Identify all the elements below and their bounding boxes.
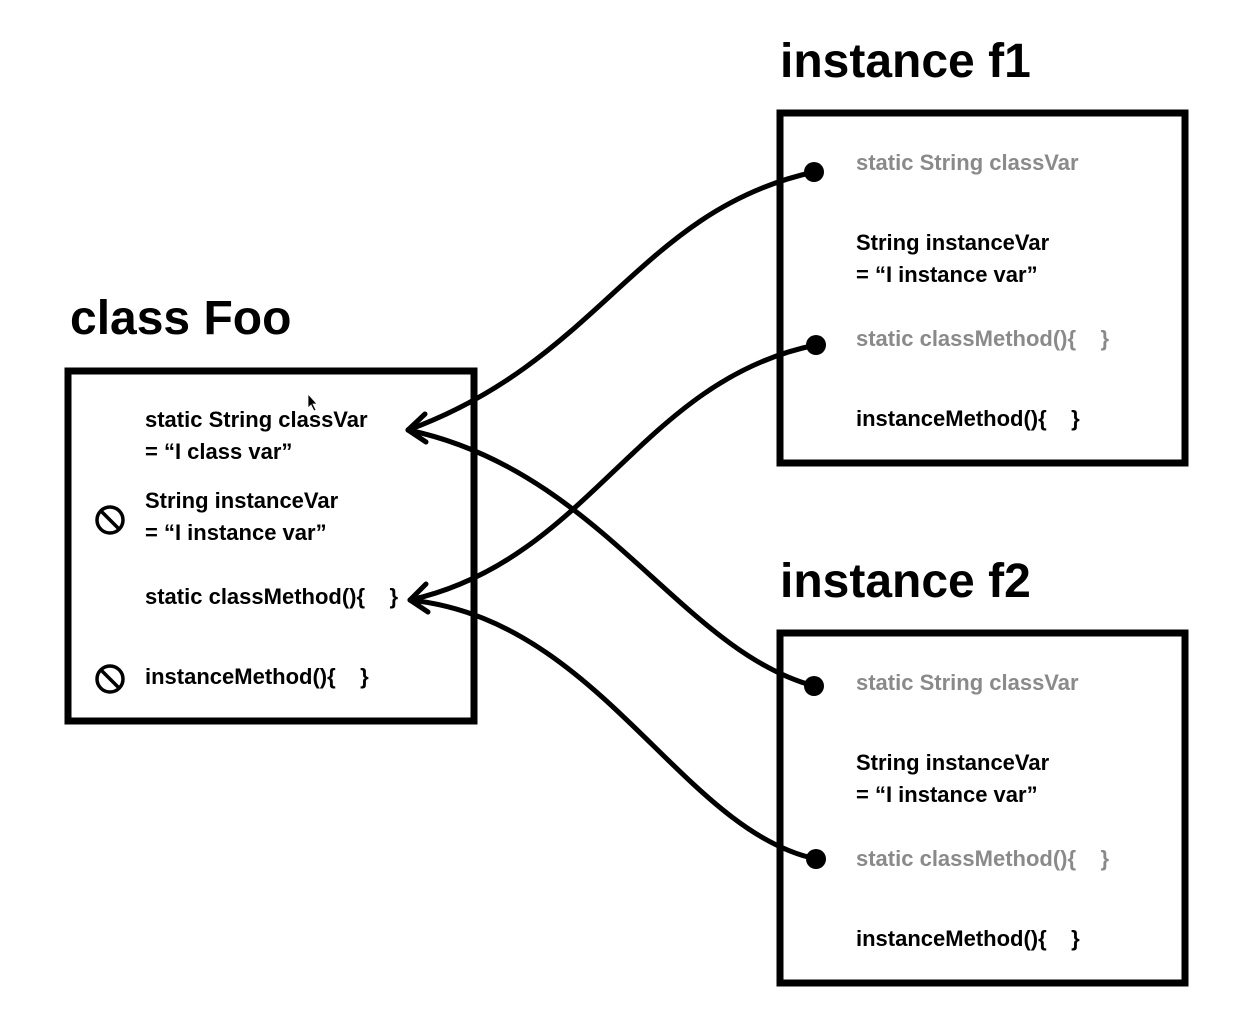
- class-foo-instancevar-value: = “I instance var”: [145, 520, 327, 545]
- instance-f1-classmethod: static classMethod(){ }: [856, 326, 1110, 351]
- no-access-icon: [95, 664, 125, 694]
- no-access-icon: [95, 505, 125, 535]
- class-foo-box: [64, 367, 478, 725]
- f2-classvar-reference: [405, 427, 817, 689]
- instance-f2-instancevar: String instanceVar: [856, 750, 1050, 775]
- instance-f1-instancevar-value: = “I instance var”: [856, 262, 1038, 287]
- instance-f2-classvar: static String classVar: [856, 670, 1079, 695]
- instance-f2-instancevar-value: = “I instance var”: [856, 782, 1038, 807]
- class-foo-classmethod: static classMethod(){ }: [145, 584, 399, 609]
- f2-classmethod-reference: [407, 597, 819, 862]
- instance-f2-title: instance f2: [780, 555, 1031, 608]
- instance-f1-instancevar: String instanceVar: [856, 230, 1050, 255]
- instance-f1-title: instance f1: [780, 35, 1031, 88]
- f1-classvar-reference: [405, 169, 817, 433]
- instance-f2-instancemethod: instanceMethod(){ }: [856, 926, 1080, 951]
- class-foo-instancemethod: instanceMethod(){ }: [145, 664, 369, 689]
- class-foo-instancevar: String instanceVar: [145, 488, 339, 513]
- dot-icon: [806, 335, 826, 355]
- instance-f2-classmethod: static classMethod(){ }: [856, 846, 1110, 871]
- arrowhead-icon: [407, 581, 431, 615]
- mouse-cursor-icon: [307, 392, 318, 412]
- class-foo-classvar: static String classVar: [145, 407, 368, 432]
- class-foo-title: class Foo: [70, 292, 291, 345]
- instance-f1-instancemethod: instanceMethod(){ }: [856, 406, 1080, 431]
- instance-f2-box: [776, 629, 1189, 987]
- instance-f1-box: [776, 109, 1189, 467]
- dot-icon: [806, 849, 826, 869]
- f1-classmethod-reference: [407, 342, 819, 603]
- dot-icon: [804, 162, 824, 182]
- arrowhead-icon: [405, 411, 429, 445]
- instance-f1-classvar: static String classVar: [856, 150, 1079, 175]
- dot-icon: [804, 676, 824, 696]
- class-foo-classvar-value: = “I class var”: [145, 439, 292, 464]
